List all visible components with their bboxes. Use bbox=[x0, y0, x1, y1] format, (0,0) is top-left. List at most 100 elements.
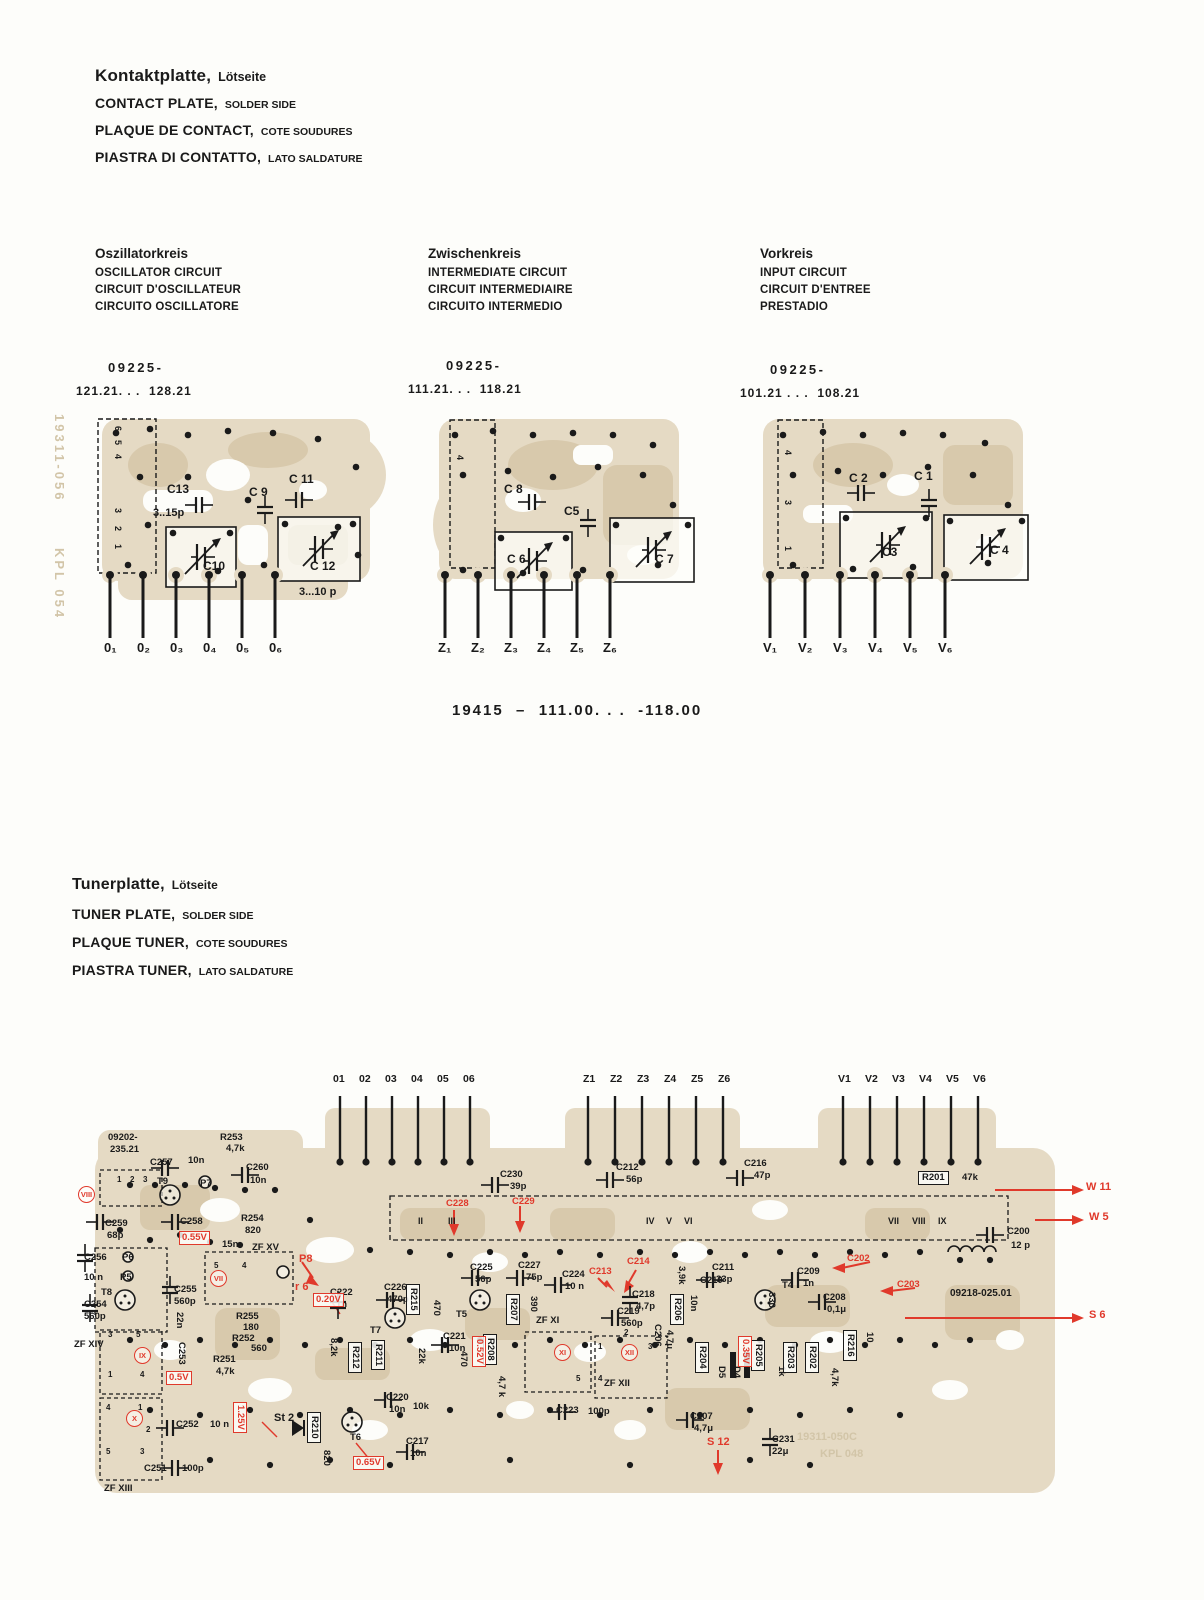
component-label: C216 bbox=[744, 1158, 767, 1169]
voltage-label: 0.52V bbox=[472, 1336, 486, 1367]
component-label: P5 bbox=[120, 1272, 132, 1283]
component-label: R252 bbox=[232, 1333, 255, 1344]
component-label: 820 bbox=[321, 1450, 332, 1466]
pin-label: 06 bbox=[463, 1073, 475, 1085]
component-label: 1 bbox=[783, 546, 793, 552]
component-label: 390 bbox=[528, 1296, 539, 1312]
test-point-label: W 5 bbox=[1089, 1211, 1109, 1223]
input-section-title: Vorkreis INPUT CIRCUIT CIRCUIT D'ENTREE … bbox=[760, 246, 871, 313]
component-label: D4 bbox=[731, 1366, 742, 1379]
component-label: 3...10 p bbox=[299, 586, 337, 598]
intermediate-part-number: 09225- bbox=[446, 358, 502, 373]
pin-label: 0₄ bbox=[203, 640, 217, 655]
tuner-plate-title-fr: PLAQUE TUNER,COTE SOUDURES bbox=[72, 934, 288, 950]
stage-number: IX bbox=[134, 1347, 151, 1364]
component-label: 1 bbox=[138, 1403, 143, 1412]
component-label: 10n bbox=[688, 1295, 699, 1312]
component-label: C 7 bbox=[655, 552, 674, 566]
component-label: 47p bbox=[754, 1170, 771, 1181]
component-label: C 11 bbox=[289, 472, 314, 486]
pin-label: Z3 bbox=[637, 1073, 650, 1085]
voltage-label: 0.65V bbox=[353, 1456, 384, 1470]
component-label: C 6 bbox=[507, 552, 526, 566]
component-label: 10 n bbox=[84, 1272, 104, 1283]
voltage-label: 0.5V bbox=[166, 1371, 192, 1385]
component-label: 3 bbox=[108, 1330, 113, 1339]
component-label: 470p bbox=[387, 1294, 409, 1305]
component-label: R201 bbox=[918, 1171, 949, 1185]
component-label: 10 n bbox=[565, 1281, 585, 1292]
component-label: C225 bbox=[470, 1262, 493, 1273]
pin-label: 03 bbox=[385, 1073, 397, 1085]
component-label: T4 bbox=[782, 1280, 794, 1291]
component-label: 39p bbox=[510, 1181, 527, 1192]
module-label: ZF XIV bbox=[74, 1339, 104, 1350]
component-label: C259 bbox=[105, 1218, 128, 1229]
component-label: C214 bbox=[627, 1256, 650, 1267]
pin-label: 0₁ bbox=[104, 640, 117, 655]
component-label: 10n bbox=[449, 1343, 466, 1354]
component-label: T6 bbox=[350, 1432, 362, 1443]
input-board-art bbox=[762, 419, 1029, 638]
component-label: C223 bbox=[556, 1405, 579, 1416]
component-label: 4,7 k bbox=[496, 1376, 507, 1398]
component-label: C 1 bbox=[914, 469, 933, 483]
intermediate-part-range: 111.21. . . 118.21 bbox=[408, 382, 522, 396]
pin-label: V3 bbox=[892, 1073, 905, 1085]
module-label: ZF XI bbox=[536, 1315, 560, 1326]
component-label: 10 bbox=[864, 1332, 875, 1343]
component-label: C219 bbox=[617, 1306, 640, 1317]
pin-label: Z₃ bbox=[504, 640, 518, 655]
stage-number: XI bbox=[554, 1344, 571, 1361]
component-label: 820 bbox=[245, 1225, 261, 1236]
pin-label: V1 bbox=[838, 1073, 851, 1085]
component-label: VI bbox=[684, 1216, 693, 1226]
component-label: C258 bbox=[180, 1216, 203, 1227]
component-label: 1 bbox=[117, 1175, 122, 1184]
title-de-sub: Lötseite bbox=[218, 70, 267, 84]
pin-label: Z₁ bbox=[438, 640, 452, 655]
component-label: C217 bbox=[406, 1436, 429, 1447]
component-label: IV bbox=[646, 1216, 655, 1226]
component-label: R207 bbox=[506, 1294, 520, 1325]
pin-label: 05 bbox=[437, 1073, 449, 1085]
component-label: R211 bbox=[371, 1340, 385, 1371]
component-label: 560p bbox=[84, 1311, 106, 1322]
component-label: D5 bbox=[716, 1366, 727, 1379]
component-label: 10n bbox=[389, 1404, 406, 1415]
margin-kpl-code: KPL 054 bbox=[52, 548, 67, 621]
component-label: III bbox=[448, 1216, 456, 1226]
component-label: 1n bbox=[803, 1278, 815, 1289]
component-label: 10 n bbox=[210, 1419, 230, 1430]
margin-plate-code: 19311-056 bbox=[52, 414, 67, 503]
component-label: C222 bbox=[330, 1288, 353, 1298]
component-label: C10 bbox=[203, 559, 226, 573]
component-label: 1 bbox=[113, 544, 123, 550]
component-label: C 9 bbox=[249, 485, 268, 499]
module-label: ZF XV bbox=[252, 1242, 279, 1253]
component-label: R202 bbox=[805, 1342, 819, 1373]
component-label: 10n bbox=[250, 1175, 267, 1186]
component-label: 4 bbox=[106, 1403, 111, 1412]
oscillator-section-title: Oszillatorkreis OSCILLATOR CIRCUIT CIRCU… bbox=[95, 246, 241, 313]
component-label: 6 bbox=[113, 426, 123, 432]
component-label: 2 bbox=[146, 1425, 151, 1434]
component-label: C224 bbox=[562, 1269, 585, 1280]
test-point-label: S 12 bbox=[707, 1436, 730, 1448]
component-label: C256 bbox=[84, 1252, 107, 1263]
component-label: 470 bbox=[431, 1300, 442, 1316]
component-label: 56p bbox=[626, 1174, 643, 1185]
stage-number: VIII bbox=[78, 1186, 95, 1203]
component-label: P6 bbox=[122, 1252, 134, 1263]
component-label: 4,7k bbox=[226, 1143, 245, 1154]
component-label: R253 bbox=[220, 1132, 243, 1143]
component-label: 100p bbox=[182, 1463, 204, 1474]
tuner-plate-title-en: TUNER PLATE,SOLDER SIDE bbox=[72, 906, 254, 922]
component-label: C13 bbox=[167, 482, 190, 496]
component-label: 47k bbox=[962, 1172, 978, 1183]
component-label: 4,7k bbox=[829, 1368, 840, 1387]
voltage-label: 0.55V bbox=[179, 1231, 210, 1245]
stage-number: VII bbox=[210, 1270, 227, 1287]
component-label: 5 bbox=[214, 1261, 219, 1270]
voltage-label: 1.25V bbox=[233, 1402, 247, 1433]
